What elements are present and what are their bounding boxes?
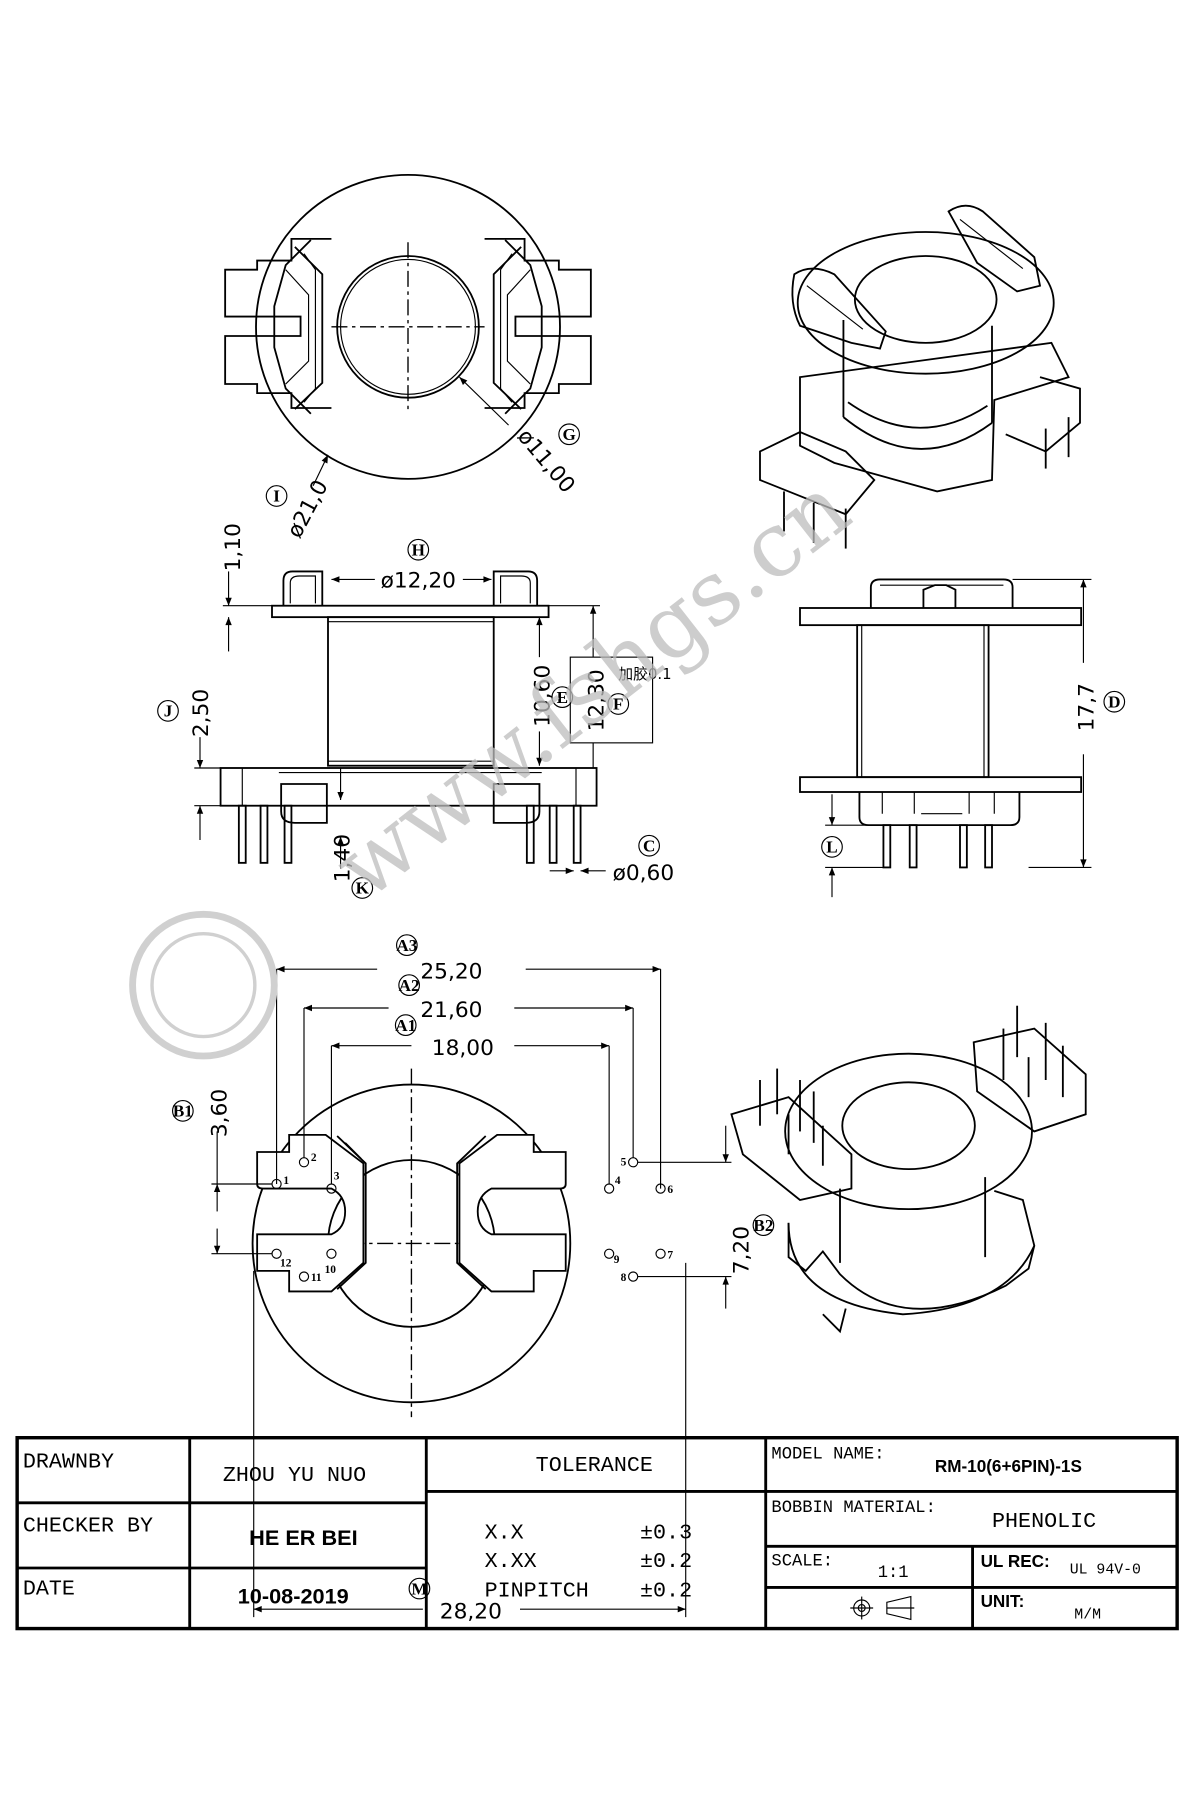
bottom-view: 1 2 3 4 5 6 7 8 9 10 11 12 25,20 A3 21,6… bbox=[171, 934, 775, 1624]
drawn-by-value: ZHOU YU NUO bbox=[223, 1463, 366, 1488]
tag-a3: A3 bbox=[396, 936, 417, 955]
core-diameter-value: ø12,20 bbox=[381, 568, 456, 593]
pin-label: 4 bbox=[615, 1175, 621, 1187]
pin-label: 9 bbox=[614, 1254, 620, 1266]
pin-label: 11 bbox=[311, 1272, 322, 1284]
outer-diameter-value: ø21,0 bbox=[283, 476, 334, 542]
model-value: RM-10(6+6PIN)-1S bbox=[935, 1456, 1082, 1476]
checker-value: HE ER BEI bbox=[249, 1525, 358, 1550]
unit-value: M/M bbox=[1074, 1607, 1101, 1623]
date-label: DATE bbox=[23, 1576, 75, 1601]
b2-value: 7,20 bbox=[730, 1226, 755, 1274]
inner-height-value: 12,30 bbox=[584, 669, 609, 731]
date-value: 10-08-2019 bbox=[238, 1583, 349, 1608]
tolerance-label: TOLERANCE bbox=[536, 1453, 653, 1478]
flange-outline bbox=[255, 173, 561, 480]
pin-label: 3 bbox=[334, 1170, 340, 1182]
pin-label: 7 bbox=[667, 1249, 673, 1261]
material-value: PHENOLIC bbox=[992, 1509, 1096, 1534]
tab-height-value: 1,10 bbox=[221, 523, 246, 571]
unit-label: UNIT: bbox=[981, 1591, 1025, 1611]
pin-label: 5 bbox=[621, 1157, 627, 1169]
pin-label: 6 bbox=[667, 1184, 673, 1196]
pin-label: 2 bbox=[311, 1152, 317, 1164]
tag-f: F bbox=[613, 695, 623, 714]
left-terminal-block bbox=[224, 237, 332, 409]
tolerance-value: ±0.3 bbox=[640, 1520, 692, 1545]
pins bbox=[237, 804, 582, 864]
pin-label: 8 bbox=[621, 1272, 627, 1284]
pin-label: 12 bbox=[280, 1257, 292, 1269]
ul-value: UL 94V-0 bbox=[1070, 1563, 1141, 1579]
tag-k: K bbox=[356, 879, 370, 898]
tag-l: L bbox=[826, 838, 837, 857]
model-label: MODEL NAME: bbox=[771, 1445, 884, 1464]
tolerance-value: ±0.2 bbox=[640, 1579, 692, 1604]
projection-symbol-icon bbox=[850, 1595, 915, 1621]
tolerance-format: PINPITCH bbox=[485, 1579, 589, 1604]
standoff-value: 1,40 bbox=[331, 834, 356, 882]
material-label: BOBBIN MATERIAL: bbox=[771, 1499, 935, 1518]
glue-note: 加胶0.1 bbox=[618, 665, 671, 683]
title-block: DRAWNBY ZHOU YU NUO CHECKER BY HE ER BEI… bbox=[15, 1436, 1179, 1631]
tolerance-format: X.X bbox=[485, 1520, 524, 1545]
total-height-value: 17,7 bbox=[1075, 683, 1100, 731]
tolerance-format: X.XX bbox=[485, 1549, 537, 1574]
tag-a1: A1 bbox=[395, 1016, 416, 1035]
pin-holes: 1 2 3 4 5 6 7 8 9 10 11 12 bbox=[271, 1152, 673, 1284]
b1-value: 3,60 bbox=[207, 1089, 232, 1137]
ul-label: UL REC: bbox=[981, 1551, 1050, 1571]
scale-value: 1:1 bbox=[878, 1564, 909, 1583]
side-view: 17,7 D L bbox=[799, 578, 1126, 898]
tag-a2: A2 bbox=[399, 976, 420, 995]
top-view: ø11,00 G ø21,0 I bbox=[224, 173, 592, 542]
flange-thickness-value: 2,50 bbox=[189, 689, 214, 737]
right-terminal-block bbox=[484, 237, 592, 409]
pin-label: 1 bbox=[283, 1175, 289, 1187]
tag-e: E bbox=[557, 688, 568, 707]
drawn-by-label: DRAWNBY bbox=[23, 1449, 114, 1474]
tag-h: H bbox=[412, 540, 426, 559]
pin-label: 10 bbox=[325, 1264, 337, 1276]
tag-i: I bbox=[273, 487, 280, 506]
isometric-view-bottom bbox=[730, 1005, 1087, 1334]
a1-value: 18,00 bbox=[432, 1036, 494, 1061]
tag-d: D bbox=[1108, 692, 1120, 711]
scale-label: SCALE: bbox=[771, 1553, 833, 1572]
tag-c: C bbox=[643, 836, 655, 855]
watermark-logo bbox=[129, 910, 278, 1060]
m-value: 28,20 bbox=[440, 1599, 502, 1624]
isometric-view-top bbox=[759, 204, 1081, 549]
tag-m: M bbox=[411, 1579, 427, 1598]
glue-note-box bbox=[569, 656, 654, 744]
checker-label: CHECKER BY bbox=[23, 1513, 153, 1538]
a3-value: 25,20 bbox=[420, 959, 482, 984]
tag-g: G bbox=[562, 425, 575, 444]
a2-value: 21,60 bbox=[420, 998, 482, 1023]
front-view: ø12,20 H 1,10 2,50 J 1,40 K 10,60 E 12,3… bbox=[157, 523, 675, 899]
tolerance-value: ±0.2 bbox=[640, 1549, 692, 1574]
pin-diameter-value: ø0,60 bbox=[613, 861, 675, 886]
watermark-text: www.fshgs.cn bbox=[315, 456, 869, 920]
tag-b2: B2 bbox=[753, 1216, 773, 1235]
tag-b1: B1 bbox=[173, 1102, 193, 1121]
tag-j: J bbox=[164, 702, 173, 721]
